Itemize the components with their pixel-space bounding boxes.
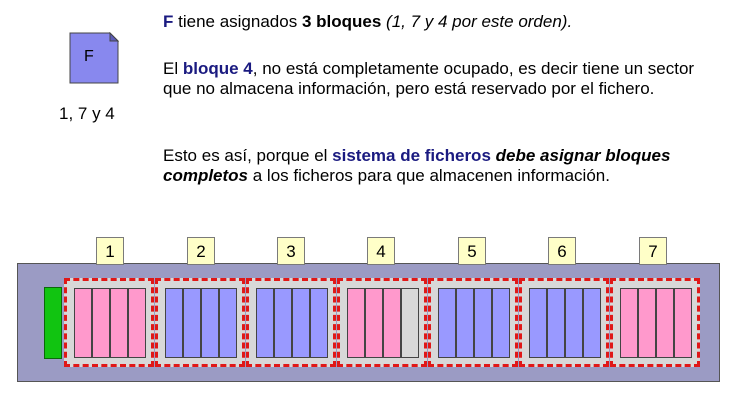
sector-4-1 — [347, 288, 365, 358]
sector-7-3 — [656, 288, 674, 358]
block-7 — [610, 278, 700, 367]
file-name: F — [84, 48, 94, 65]
sector-1-3 — [110, 288, 128, 358]
p3-text-e: a los ficheros para que almacenen inform… — [248, 166, 610, 185]
paragraph-2: El bloque 4, no está completamente ocupa… — [163, 59, 723, 99]
sector-7-1 — [620, 288, 638, 358]
file-blocks-label: 1, 7 y 4 — [59, 104, 115, 123]
p3-text-highlight: sistema de ficheros — [332, 146, 491, 165]
block-4 — [337, 278, 427, 367]
sector-2-4 — [219, 288, 237, 358]
p2-text-c: , no está completamente ocupado, es deci… — [163, 59, 695, 98]
paragraph-1: F tiene asignados 3 bloques (1, 7 y 4 po… — [163, 12, 723, 32]
block-2 — [155, 278, 245, 367]
sector-6-2 — [547, 288, 565, 358]
p2-text-a: El — [163, 59, 183, 78]
sector-5-2 — [456, 288, 474, 358]
file-name-text: F — [163, 12, 174, 31]
sector-3-4 — [310, 288, 328, 358]
p1-text-bold: 3 bloques — [301, 12, 382, 31]
sector-5-1 — [438, 288, 456, 358]
sector-4-3 — [383, 288, 401, 358]
block-label-6: 6 — [548, 237, 576, 265]
sector-4-2 — [365, 288, 383, 358]
sector-6-4 — [583, 288, 601, 358]
block-6 — [519, 278, 609, 367]
p3-text-emphasis: debe asignar bloques completos — [163, 146, 671, 185]
sector-7-2 — [638, 288, 656, 358]
sector-2-2 — [183, 288, 201, 358]
block-label-2: 2 — [187, 237, 215, 265]
block-1 — [64, 278, 154, 367]
sector-3-2 — [274, 288, 292, 358]
p1-text-a: tiene asignados — [173, 12, 302, 31]
block-label-7: 7 — [639, 237, 667, 265]
sector-2-3 — [201, 288, 219, 358]
sector-3-1 — [256, 288, 274, 358]
file-icon — [69, 32, 119, 84]
sector-5-3 — [474, 288, 492, 358]
block-label-5: 5 — [458, 237, 486, 265]
block-label-4: 4 — [367, 237, 395, 265]
sector-6-3 — [565, 288, 583, 358]
sector-1-1 — [74, 288, 92, 358]
block-5 — [428, 278, 518, 367]
block-label-1: 1 — [96, 237, 124, 265]
sector-5-4 — [492, 288, 510, 358]
sector-7-4 — [674, 288, 692, 358]
p3-text-a: Esto es así, porque el — [163, 146, 333, 165]
sector-3-3 — [292, 288, 310, 358]
disk-head — [44, 287, 62, 359]
p2-text-highlight: bloque 4 — [182, 59, 253, 78]
sector-1-2 — [92, 288, 110, 358]
sector-4-4 — [401, 288, 419, 358]
sector-2-1 — [165, 288, 183, 358]
paragraph-3: Esto es así, porque el sistema de ficher… — [163, 146, 723, 186]
block-label-3: 3 — [277, 237, 305, 265]
p1-text-italic: (1, 7 y 4 por este orden). — [386, 12, 573, 31]
sector-6-1 — [529, 288, 547, 358]
sector-1-4 — [128, 288, 146, 358]
block-3 — [246, 278, 336, 367]
